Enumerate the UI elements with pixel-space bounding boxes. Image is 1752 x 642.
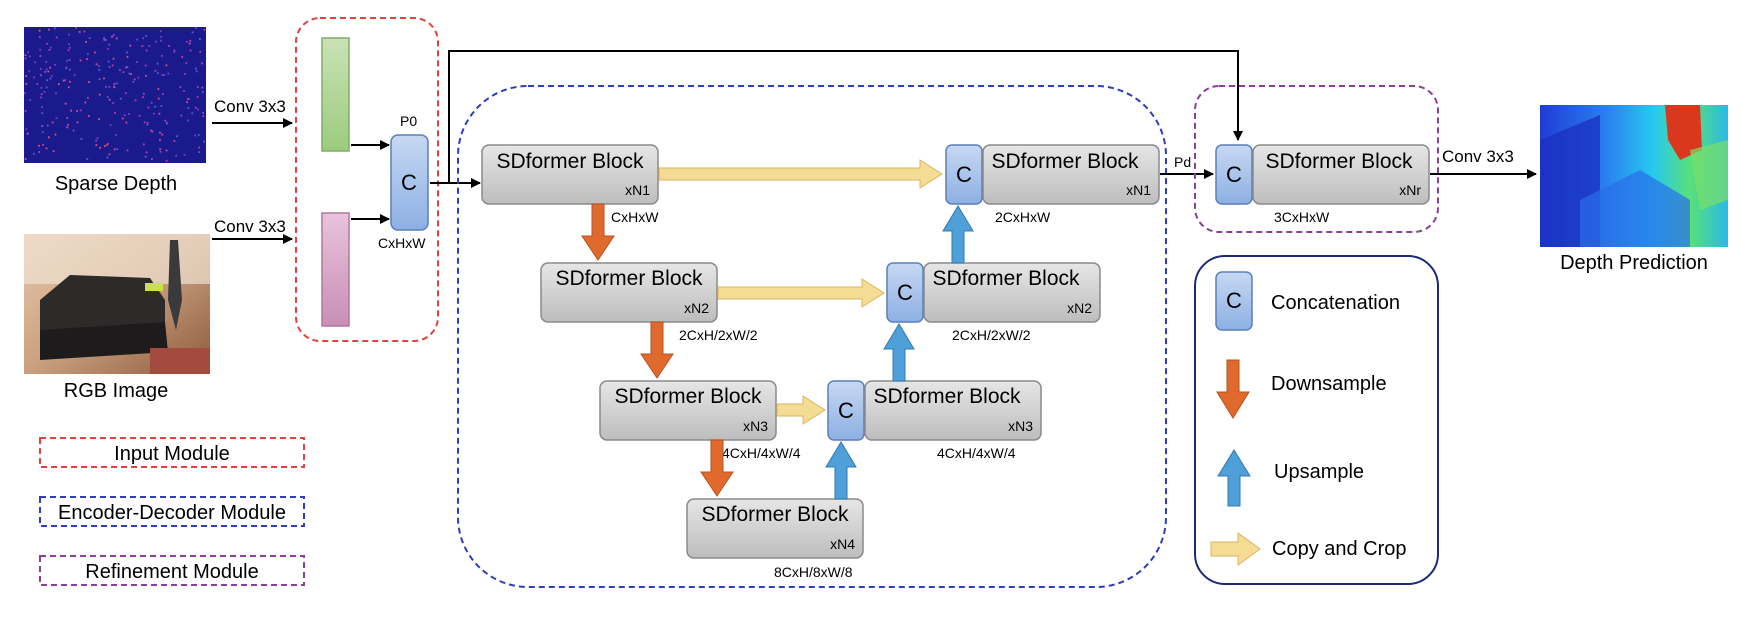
decoder-block-3: SDformer Block xN3 bbox=[864, 380, 1042, 441]
legend-copy-crop: Copy and Crop bbox=[1272, 538, 1407, 560]
refinement-concat-letter: C bbox=[1226, 162, 1242, 187]
legend-concat-icon bbox=[1215, 271, 1253, 331]
encoder-block-1: SDformer Block xN1 bbox=[481, 144, 659, 205]
encoder-block-4-mult: xN4 bbox=[830, 536, 855, 552]
legend-upsample-icon bbox=[1217, 449, 1251, 507]
encoder-block-3-title: SDformer Block bbox=[614, 385, 762, 408]
depth-prediction-image bbox=[1540, 105, 1728, 247]
conv-bottom-label: Conv 3x3 bbox=[214, 217, 286, 236]
legend-copy-crop-icon bbox=[1210, 532, 1261, 566]
encoder-block-3: SDformer Block xN3 bbox=[599, 380, 777, 441]
sparse-depth-image bbox=[24, 27, 206, 163]
encoder-block-2-mult: xN2 bbox=[684, 300, 709, 316]
p0-label: P0 bbox=[400, 113, 417, 129]
decoder-concat-2-letter: C bbox=[897, 280, 913, 305]
encoder-block-2-title: SDformer Block bbox=[555, 267, 703, 290]
conv-out-label: Conv 3x3 bbox=[1442, 147, 1514, 166]
decoder-block-2-title: SDformer Block bbox=[932, 267, 1080, 290]
downsample-arrow-1 bbox=[581, 203, 615, 261]
decoder-block-3-shape: 4CxH/4xW/4 bbox=[937, 445, 1016, 461]
upsample-arrow-1 bbox=[825, 441, 857, 500]
encoder-block-4-title: SDformer Block bbox=[701, 503, 849, 526]
downsample-arrow-2 bbox=[640, 321, 674, 379]
legend-encoder-decoder: Encoder-Decoder Module bbox=[58, 502, 286, 524]
copy-crop-arrow-2 bbox=[717, 278, 885, 308]
decoder-block-2-shape: 2CxH/2xW/2 bbox=[952, 327, 1031, 343]
decoder-block-3-mult: xN3 bbox=[1008, 418, 1033, 434]
upsample-arrow-3 bbox=[942, 205, 974, 264]
encoder-block-4: SDformer Block xN4 bbox=[686, 498, 864, 559]
sparse-depth-caption: Sparse Depth bbox=[55, 173, 177, 195]
depth-feature-map bbox=[321, 37, 350, 152]
encoder-block-2: SDformer Block xN2 bbox=[540, 262, 718, 323]
rgb-feature-map bbox=[321, 212, 350, 327]
decoder-concat-3 bbox=[827, 380, 865, 441]
decoder-concat-1 bbox=[945, 144, 983, 205]
decoder-block-1-title: SDformer Block bbox=[991, 150, 1139, 173]
refinement-block-shape: 3CxHxW bbox=[1274, 209, 1330, 225]
legend-downsample-icon bbox=[1216, 359, 1250, 419]
refinement-block-mult: xNr bbox=[1399, 182, 1421, 198]
refinement-block: SDformer Block xNr bbox=[1252, 144, 1430, 205]
encoder-block-4-shape: 8CxH/8xW/8 bbox=[774, 564, 853, 580]
downsample-arrow-3 bbox=[700, 439, 734, 497]
input-module-box bbox=[295, 17, 439, 342]
input-concat-box bbox=[390, 134, 429, 231]
encoder-block-1-title: SDformer Block bbox=[496, 150, 644, 173]
encoder-block-1-mult: xN1 bbox=[625, 182, 650, 198]
encoder-block-1-shape: CxHxW bbox=[611, 209, 659, 225]
refinement-module-box bbox=[1194, 85, 1439, 233]
decoder-block-2: SDformer Block xN2 bbox=[923, 262, 1101, 323]
legend-concatenation: Concatenation bbox=[1271, 292, 1400, 314]
input-concat-shape: CxHxW bbox=[378, 235, 426, 251]
encoder-block-3-shape: 4CxH/4xW/4 bbox=[722, 445, 801, 461]
conv-top-label: Conv 3x3 bbox=[214, 97, 286, 116]
decoder-block-1: SDformer Block xN1 bbox=[982, 144, 1160, 205]
legend-input-module-box bbox=[39, 437, 305, 468]
refinement-block-title: SDformer Block bbox=[1265, 150, 1413, 173]
output-caption: Depth Prediction bbox=[1560, 252, 1708, 274]
decoder-concat-1-letter: C bbox=[956, 162, 972, 187]
symbol-legend: C Concatenation Downsample Upsample Copy… bbox=[1194, 255, 1439, 585]
decoder-block-1-shape: 2CxHxW bbox=[995, 209, 1051, 225]
upsample-arrow-2 bbox=[883, 323, 915, 382]
legend-concat-letter: C bbox=[1226, 288, 1242, 313]
rgb-image bbox=[24, 234, 210, 374]
decoder-block-1-mult: xN1 bbox=[1126, 182, 1151, 198]
decoder-block-2-mult: xN2 bbox=[1067, 300, 1092, 316]
legend-upsample: Upsample bbox=[1274, 461, 1364, 483]
input-concat-letter: C bbox=[401, 170, 417, 195]
refinement-concat bbox=[1215, 144, 1253, 205]
encoder-block-3-mult: xN3 bbox=[743, 418, 768, 434]
legend-refinement-module: Refinement Module bbox=[85, 561, 258, 583]
decoder-concat-2 bbox=[886, 262, 924, 323]
encoder-block-2-shape: 2CxH/2xW/2 bbox=[679, 327, 758, 343]
decoder-block-3-title: SDformer Block bbox=[873, 385, 1021, 408]
legend-input-module: Input Module bbox=[114, 443, 230, 465]
legend-encoder-decoder-box bbox=[39, 496, 305, 527]
rgb-image-caption: RGB Image bbox=[64, 380, 168, 402]
legend-refinement-box bbox=[39, 555, 305, 586]
copy-crop-arrow-3 bbox=[776, 395, 826, 425]
module-legend: Input Module Encoder-Decoder Module Refi… bbox=[39, 437, 305, 586]
pd-label: Pd bbox=[1174, 154, 1191, 170]
decoder-concat-3-letter: C bbox=[838, 398, 854, 423]
copy-crop-arrow-1 bbox=[658, 159, 943, 189]
symbol-legend-box bbox=[1194, 255, 1439, 585]
encoder-decoder-module-box bbox=[457, 85, 1167, 588]
legend-downsample: Downsample bbox=[1271, 373, 1387, 395]
